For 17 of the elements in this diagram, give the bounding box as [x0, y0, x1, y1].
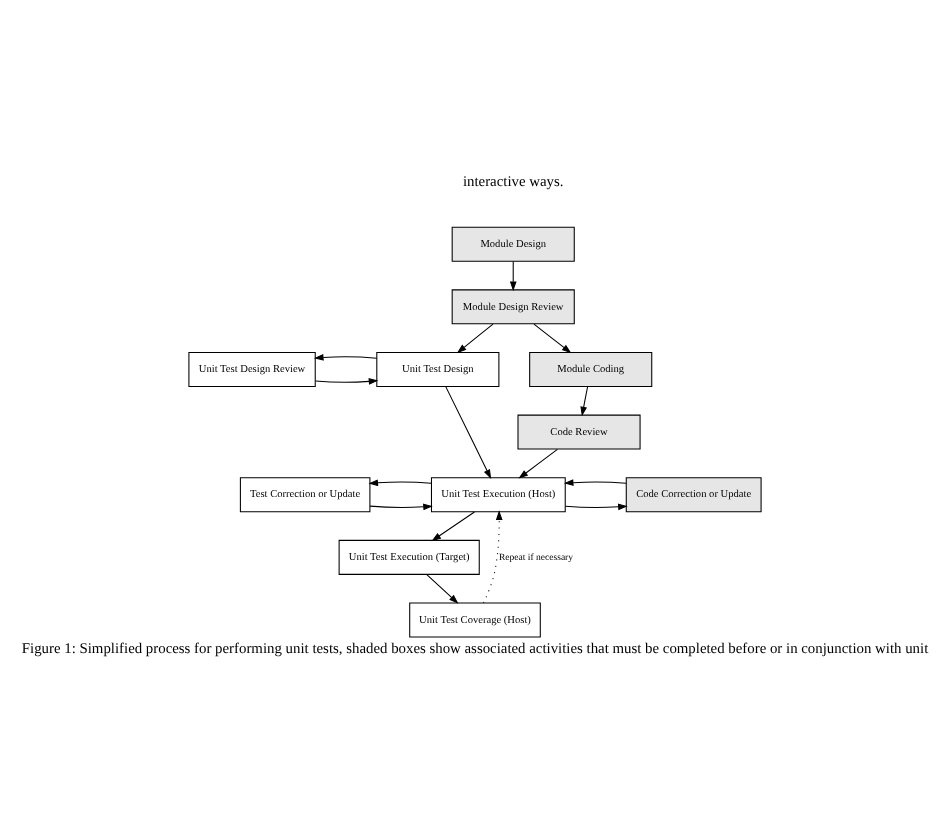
arrow	[563, 502, 627, 510]
arrow	[562, 478, 626, 485]
arrow	[314, 377, 378, 384]
arrow	[425, 573, 458, 603]
caption: Figure 1: Simplified process for performing unit tests, shaded boxes show associated activities that must be completed before or in conjunction with unit	[20, 638, 928, 657]
arrow	[455, 322, 493, 353]
arrow	[367, 478, 431, 486]
label: interactive ways.	[461, 170, 563, 189]
arrow	[430, 510, 474, 541]
arrow	[508, 259, 516, 291]
arrow	[579, 385, 588, 416]
arrow	[532, 322, 571, 353]
arrow	[517, 447, 557, 478]
arrow	[481, 509, 502, 603]
arrow	[368, 502, 432, 510]
arrow	[312, 353, 377, 360]
arrow	[444, 385, 491, 478]
